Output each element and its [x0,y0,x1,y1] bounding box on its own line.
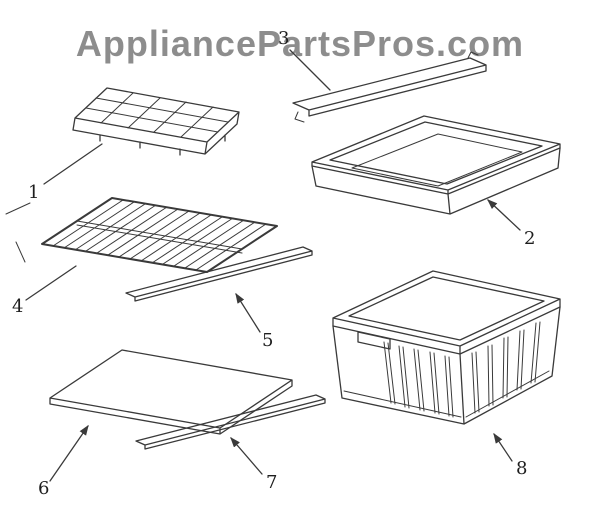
part-7-leader-arrow [230,437,263,475]
callout-4: 4 [12,265,77,317]
basket-body [332,306,561,425]
part-8-leader-arrow [493,432,513,462]
part-7-trim-strip-drawing [135,394,326,450]
trim-strip-upper-outline [125,246,313,302]
part-7-label: 7 [266,472,277,493]
ice-tray-outline [72,87,240,156]
basket-rim [332,270,561,355]
callout-1: 1 [28,143,103,203]
part-3-leader-line [289,49,331,91]
basket-slots [383,321,541,418]
callout-5: 5 [235,292,273,351]
trim-strip-lower-outline [135,394,326,450]
callout-6: 6 [38,424,89,499]
part-1-label: 1 [28,182,39,203]
cover-panel-details [294,51,479,123]
part-4-label: 4 [12,296,23,317]
part-5-leader-arrow [235,292,261,333]
pan-body [311,147,561,215]
watermark-text: AppliancePartsPros.com [76,23,524,64]
part-2-pan-drawing [311,115,561,215]
part-4-leader-line [25,265,77,301]
part-5-trim-strip-drawing [125,246,313,302]
stray-marks [5,202,31,263]
part-1-leader-line [43,143,103,185]
cover-panel-outline [292,57,487,117]
glass-shelf-outline [49,349,293,435]
callout-2: 2 [487,199,535,249]
callout-8: 8 [493,432,527,479]
pan-inner-bottom [351,133,523,187]
part-5-label: 5 [262,330,273,351]
part-6-label: 6 [38,478,49,499]
part-3-cover-panel-drawing [292,51,487,123]
wire-shelf-wires [52,199,267,271]
part-8-label: 8 [516,458,527,479]
part-8-crisper-basket-drawing [332,270,561,425]
part-6-leader-arrow [49,424,89,482]
part-3-label: 3 [278,28,289,49]
part-6-glass-shelf-drawing [49,349,293,435]
part-2-leader-arrow [487,199,521,231]
callout-3: 3 [278,28,331,91]
basket-handle-notch [357,331,391,350]
part-2-label: 2 [524,228,535,249]
part-1-ice-cube-tray-drawing [72,87,240,156]
ice-tray-grid [85,92,229,138]
part-4-wire-shelf-drawing [41,197,278,273]
callout-7: 7 [230,437,277,493]
